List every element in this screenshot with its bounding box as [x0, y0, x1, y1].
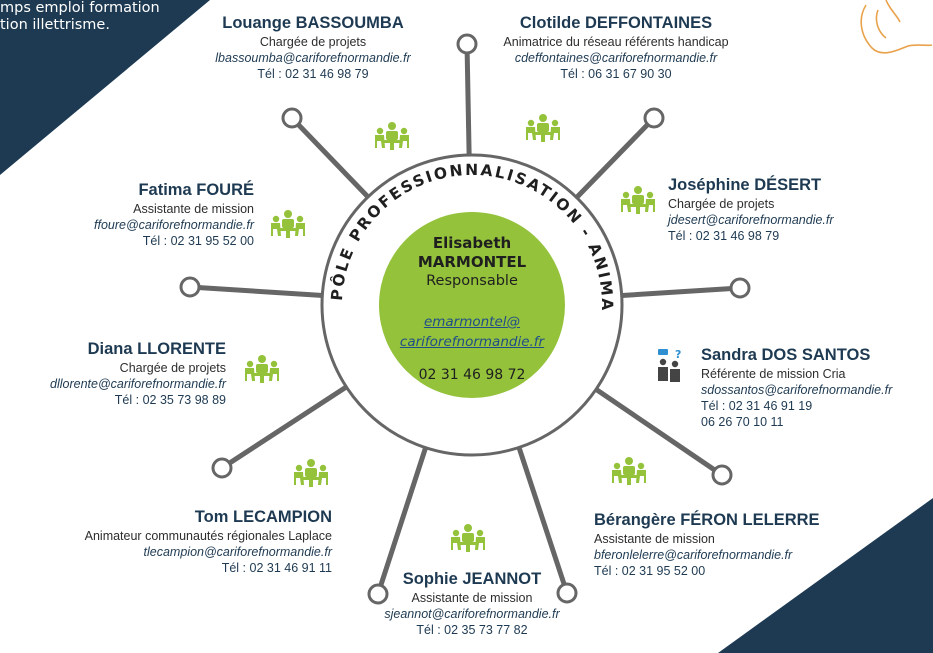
staff-phone: Tél : 02 31 95 52 00: [594, 564, 706, 578]
head-circle: Elisabeth MARMONTEL Responsable emarmont…: [379, 212, 565, 398]
staff-email[interactable]: dllorente@cariforefnormandie.fr: [50, 377, 226, 391]
corner-text-top-left: mps emploi formation tion illettrisme.: [0, 0, 160, 34]
spoke-node: [556, 582, 578, 604]
team-meeting-icon: [245, 355, 279, 383]
head-email-line1[interactable]: emarmontel@: [423, 314, 521, 330]
staff-phone: Tél : 02 31 46 98 79: [668, 229, 780, 243]
staff-role: Chargée de projets: [668, 197, 775, 211]
staff-name: Bérangère FÉRON LELERRE: [594, 511, 820, 529]
head-phone: 02 31 46 98 72: [418, 367, 526, 383]
spoke-node: [456, 33, 478, 55]
staff-card: Bérangère FÉRON LELERRE Assistante de mi…: [594, 510, 820, 579]
corner-text-line: tion illettrisme.: [0, 17, 110, 33]
spoke-node: [643, 107, 665, 129]
staff-name: Sandra DOS SANTOS: [701, 346, 871, 364]
head-last-name: MARMONTEL: [417, 253, 527, 271]
staff-card: Tom LECAMPION Animateur communautés régi…: [70, 507, 332, 576]
staff-phone: Tél : 02 31 46 91 19: [701, 399, 813, 413]
staff-email[interactable]: jdesert@cariforefnormandie.fr: [668, 213, 834, 227]
staff-card: Joséphine DÉSERT Chargée de projets jdes…: [668, 175, 834, 244]
team-meeting-icon: [375, 122, 409, 150]
team-meeting-icon: [294, 459, 328, 487]
staff-name: Joséphine DÉSERT: [668, 176, 822, 194]
staff-role: Chargée de projets: [119, 361, 226, 375]
spoke-node: [179, 276, 201, 298]
question-people-icon: ?: [658, 349, 681, 382]
spoke-node: [281, 107, 303, 129]
team-meeting-icon: [526, 114, 560, 142]
staff-name: Diana LLORENTE: [87, 340, 226, 358]
staff-phone: Tél : 02 31 95 52 00: [142, 234, 254, 248]
staff-card: Diana LLORENTE Chargée de projets dllore…: [20, 339, 226, 408]
head-role: Responsable: [426, 273, 518, 289]
staff-card: Louange BASSOUMBA Chargée de projets lba…: [214, 13, 412, 82]
staff-phone: Tél : 02 35 73 98 89: [114, 393, 226, 407]
staff-role: Animateur communautés régionales Laplace: [84, 529, 332, 543]
staff-email[interactable]: cdeffontaines@cariforefnormandie.fr: [514, 51, 718, 65]
staff-name: Sophie JEANNOT: [402, 570, 542, 588]
spoke-node: [367, 583, 389, 605]
staff-card: Sandra DOS SANTOS Référente de mission C…: [701, 345, 892, 430]
staff-name: Clotilde DEFFONTAINES: [519, 14, 713, 32]
staff-name: Tom LECAMPION: [194, 508, 332, 526]
staff-email[interactable]: tlecampion@cariforefnormandie.fr: [143, 545, 332, 559]
staff-phone: Tél : 02 31 46 91 11: [221, 561, 332, 575]
staff-role: Assistante de mission: [411, 591, 533, 605]
person-illustration-icon: [860, 0, 933, 54]
staff-phone: Tél : 02 35 73 77 82: [416, 623, 528, 637]
team-meeting-icon: [612, 457, 646, 485]
staff-role: Référente de mission Cria: [701, 367, 846, 381]
staff-phone: Tél : 06 31 67 90 30: [560, 67, 672, 81]
staff-card: Fatima FOURÉ Assistante de mission ffour…: [50, 180, 254, 249]
staff-role: Assistante de mission: [594, 532, 715, 546]
team-meeting-icon: [451, 524, 485, 552]
staff-phone: Tél : 02 31 46 98 79: [257, 67, 369, 81]
staff-card: Sophie JEANNOT Assistante de mission sje…: [361, 569, 583, 638]
staff-email[interactable]: lbassoumba@cariforefnormandie.fr: [215, 51, 411, 65]
staff-role: Animatrice du réseau référents handicap: [503, 35, 729, 49]
team-meeting-icon: [621, 186, 655, 214]
staff-role: Assistante de mission: [133, 202, 254, 216]
staff-name: Louange BASSOUMBA: [222, 14, 404, 32]
team-meeting-icon: [271, 210, 305, 238]
spoke-node: [711, 464, 733, 486]
staff-email[interactable]: sjeannot@cariforefnormandie.fr: [384, 607, 560, 621]
staff-card: Clotilde DEFFONTAINES Animatrice du rése…: [480, 13, 752, 82]
head-first-name: Elisabeth: [432, 234, 512, 252]
staff-role: Chargée de projets: [259, 35, 367, 49]
staff-email[interactable]: bferonlelerre@cariforefnormandie.fr: [594, 548, 793, 562]
spoke-node: [729, 277, 751, 299]
staff-phone-secondary: 06 26 70 10 11: [701, 415, 784, 429]
svg-text:?: ?: [675, 349, 681, 361]
staff-email[interactable]: sdossantos@cariforefnormandie.fr: [701, 383, 893, 397]
staff-email[interactable]: ffoure@cariforefnormandie.fr: [94, 218, 254, 232]
staff-name: Fatima FOURÉ: [138, 181, 254, 199]
spoke-node: [211, 457, 233, 479]
head-email-line2[interactable]: cariforefnormandie.fr: [399, 334, 545, 350]
corner-text-line: mps emploi formation: [0, 0, 160, 16]
